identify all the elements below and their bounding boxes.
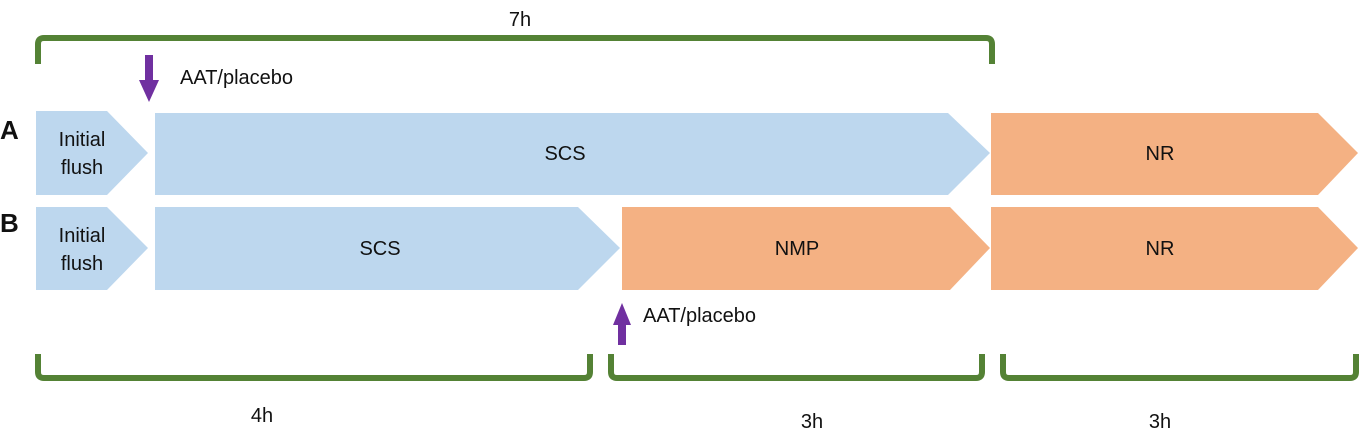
row-b-nr [991,207,1358,290]
row-a-scs [155,113,990,195]
row-a-initial-flush [36,111,148,195]
row-b-initial-flush [36,207,148,290]
row-a-flush-line2: flush [61,157,103,179]
arrow-down-icon [139,55,159,102]
row-b-nr-label: NR [1146,238,1175,260]
row-a-nr [991,113,1358,195]
row-b-scs [155,207,620,290]
aat-placebo-label-a: AAT/placebo [180,67,293,89]
row-b-nmp [622,207,990,290]
duration-3h-nmp: 3h [801,411,823,433]
bracket-3h-nmp [608,354,985,381]
row-label-a: A [0,115,19,145]
row-b-flush-line2: flush [61,253,103,275]
bracket-4h [35,354,593,381]
row-b-nmp-label: NMP [775,238,819,260]
row-a-nr-label: NR [1146,143,1175,165]
arrow-up-icon [613,303,631,345]
row-label-b: B [0,208,19,238]
bracket-3h-nr [1000,354,1359,381]
aat-placebo-label-b: AAT/placebo [643,305,756,327]
duration-3h-nr: 3h [1149,411,1171,433]
duration-7h: 7h [509,9,531,31]
row-b-flush-line1: Initial [59,225,106,247]
row-a-flush-line1: Initial [59,129,106,151]
row-a-scs-label: SCS [544,143,585,165]
row-b-scs-label: SCS [359,238,400,260]
bracket-7h [35,35,995,64]
duration-4h: 4h [251,405,273,427]
